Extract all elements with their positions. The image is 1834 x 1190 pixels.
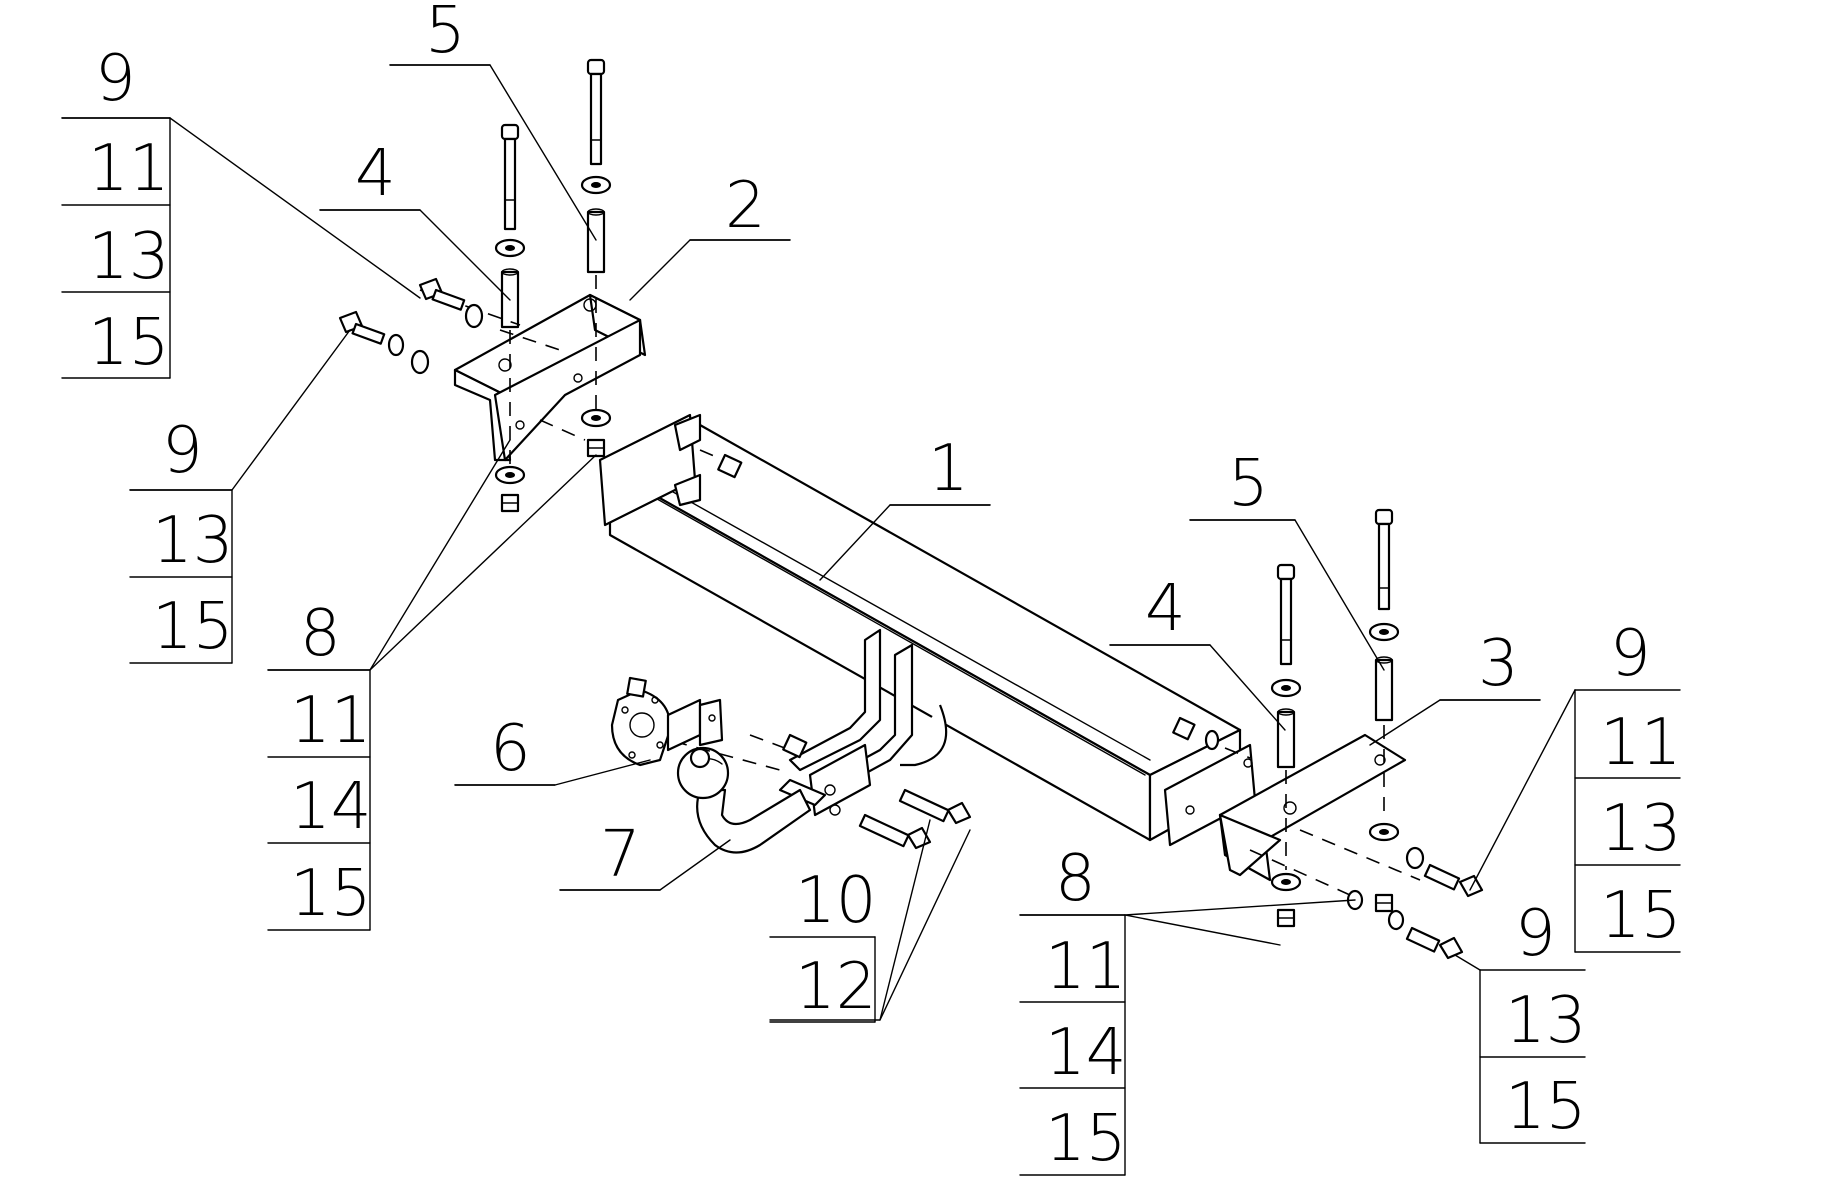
callout-bm-14: 14 bbox=[1045, 1016, 1126, 1090]
callout-4-right: 4 bbox=[1145, 572, 1186, 646]
callout-rr-13: 13 bbox=[1600, 792, 1681, 866]
tow-hook bbox=[649, 628, 948, 854]
callout-bl-11: 11 bbox=[290, 684, 371, 758]
callout-4-left: 4 bbox=[355, 137, 396, 211]
callout-10: 10 bbox=[795, 864, 876, 938]
callout-br-15: 15 bbox=[1505, 1070, 1586, 1144]
callout-5-left: 5 bbox=[425, 0, 466, 68]
callout-rr-9: 9 bbox=[1610, 617, 1651, 691]
callout-3: 3 bbox=[1478, 627, 1519, 701]
callout-bm-8: 8 bbox=[1055, 842, 1096, 916]
left-side-bolts bbox=[338, 277, 743, 479]
left-bolts bbox=[494, 58, 612, 513]
left-bracket bbox=[453, 293, 647, 462]
lower-bolts bbox=[858, 788, 972, 850]
callout-bm-11: 11 bbox=[1045, 930, 1126, 1004]
callout-br-13: 13 bbox=[1505, 984, 1586, 1058]
callout-1: 1 bbox=[928, 432, 969, 506]
callout-frames bbox=[61, 64, 1681, 1176]
callout-tl-9: 9 bbox=[95, 42, 136, 116]
right-bolts bbox=[1270, 508, 1400, 928]
callout-ml-9: 9 bbox=[162, 414, 203, 488]
callout-tl-13: 13 bbox=[88, 220, 169, 294]
callout-rr-11: 11 bbox=[1600, 706, 1681, 780]
callout-5-right: 5 bbox=[1228, 447, 1269, 521]
callout-bl-14: 14 bbox=[290, 770, 371, 844]
callout-bl-8: 8 bbox=[300, 597, 341, 671]
callout-numbers: 9 11 13 15 9 13 15 8 11 14 15 4 5 2 1 6 … bbox=[88, 0, 1681, 1176]
callout-bl-15: 15 bbox=[290, 857, 371, 931]
right-bracket bbox=[1218, 733, 1407, 882]
right-side-bolts bbox=[1172, 716, 1484, 960]
callout-ml-13: 13 bbox=[152, 504, 233, 578]
callout-br-9: 9 bbox=[1515, 897, 1556, 971]
callout-12: 12 bbox=[795, 950, 876, 1024]
callout-ml-15: 15 bbox=[152, 590, 233, 664]
callout-6: 6 bbox=[490, 712, 531, 786]
callout-2: 2 bbox=[725, 169, 766, 243]
callout-rr-15: 15 bbox=[1600, 879, 1681, 953]
callout-tl-11: 11 bbox=[88, 132, 169, 206]
socket-plate bbox=[610, 676, 724, 767]
callout-7: 7 bbox=[600, 818, 641, 892]
callout-bm-15: 15 bbox=[1045, 1102, 1126, 1176]
callout-tl-15: 15 bbox=[88, 306, 169, 380]
